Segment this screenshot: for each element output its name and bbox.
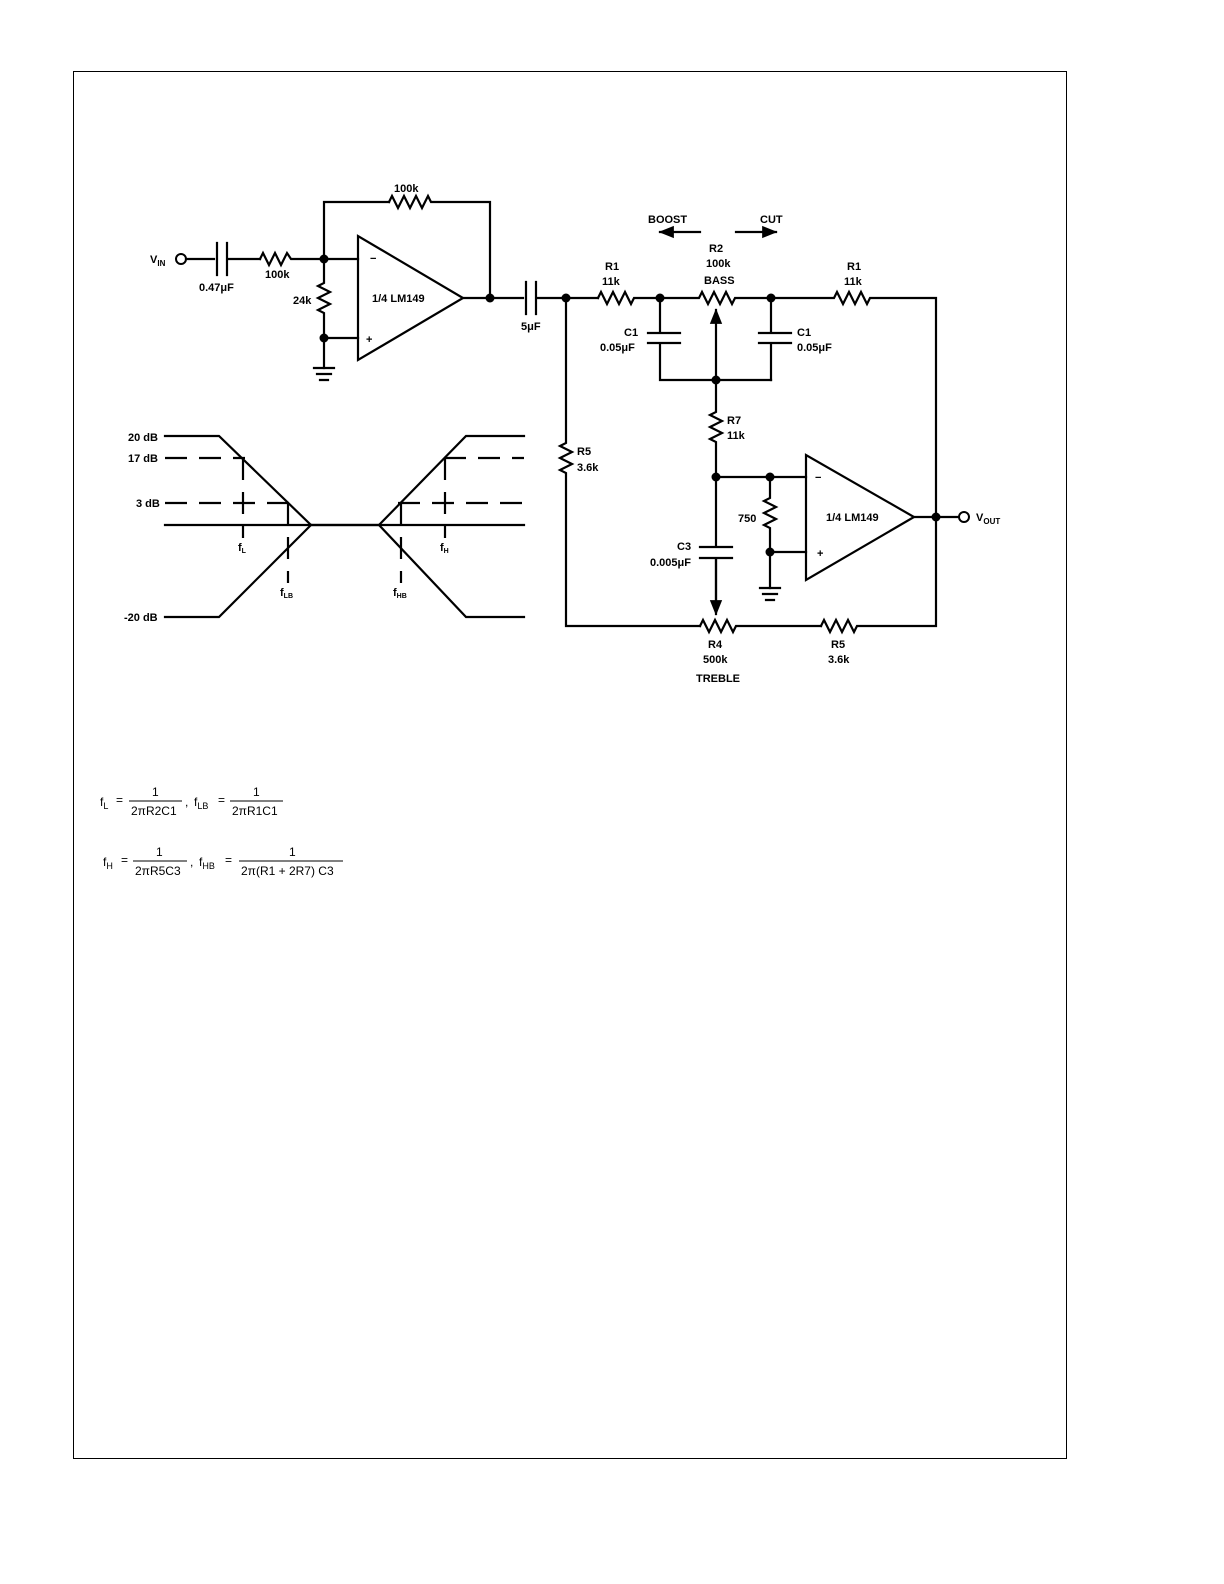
cut-label: CUT bbox=[760, 214, 783, 226]
op-amp-2-minus: − bbox=[815, 472, 821, 484]
op-amp-2-plus: + bbox=[817, 548, 823, 560]
tone-network: R1 11k R2 100k BASS BOOST CUT R1 11k C1 … bbox=[557, 214, 938, 685]
coupling-capacitor-value: 5μF bbox=[521, 321, 541, 333]
svg-text:fHB: fHB bbox=[199, 855, 215, 871]
r1-right-value: 11k bbox=[844, 276, 863, 288]
c1-left-capacitor bbox=[646, 296, 773, 382]
cut-curve bbox=[163, 523, 526, 619]
equation-fh: fH = 1 2πR5C3 , bbox=[103, 845, 193, 878]
r1-left-name: R1 bbox=[605, 261, 619, 273]
r1-right-name: R1 bbox=[847, 261, 861, 273]
equation-fl: fL = 1 2πR2C1 , bbox=[100, 785, 188, 818]
r7-name: R7 bbox=[727, 415, 741, 427]
svg-text:2πR2C1: 2πR2C1 bbox=[131, 804, 177, 818]
equation-fhb: fHB = 1 2π(R1 + 2R7) C3 bbox=[199, 845, 343, 878]
svg-text:fL: fL bbox=[100, 795, 108, 811]
svg-text:=: = bbox=[225, 853, 232, 867]
freq-label-fl: fL bbox=[238, 542, 247, 555]
svg-text:2πR5C3: 2πR5C3 bbox=[135, 864, 181, 878]
svg-text:2πR1C1: 2πR1C1 bbox=[232, 804, 278, 818]
svg-text:=: = bbox=[116, 793, 123, 807]
ground-1 bbox=[312, 366, 336, 382]
input-capacitor bbox=[215, 241, 262, 277]
output-stage: 750 − + 1/4 LM149 VOUT bbox=[714, 453, 1000, 602]
c1-right-capacitor bbox=[757, 296, 793, 382]
input-label: VIN bbox=[150, 254, 166, 268]
input-stage: VIN 0.47μF 100k 100k 24k − + 1/4 LM149 bbox=[150, 183, 600, 382]
r4-role: TREBLE bbox=[696, 673, 740, 685]
r5-right-resistor bbox=[819, 515, 938, 635]
level-label-minus-20db: -20 dB bbox=[124, 612, 158, 624]
c1-left-value: 0.05μF bbox=[600, 342, 635, 354]
svg-text:=: = bbox=[121, 853, 128, 867]
svg-text:fH: fH bbox=[103, 855, 113, 871]
feedback-resistor bbox=[387, 193, 492, 300]
r7-resistor bbox=[707, 378, 725, 479]
r1-left-value: 11k bbox=[602, 276, 621, 288]
r2-name: R2 bbox=[709, 243, 723, 255]
svg-text:,: , bbox=[185, 795, 188, 809]
c3-capacitor bbox=[698, 475, 734, 607]
c3-name: C3 bbox=[677, 541, 691, 553]
c1-right-name: C1 bbox=[797, 327, 811, 339]
input-terminal bbox=[175, 253, 187, 265]
op-amp-1-minus: − bbox=[370, 253, 376, 265]
r7-value: 11k bbox=[727, 430, 746, 442]
freq-label-fh: fH bbox=[440, 542, 449, 555]
r4-value: 500k bbox=[703, 654, 728, 666]
op-amp-1 bbox=[356, 234, 466, 362]
svg-text:,: , bbox=[190, 855, 193, 869]
svg-text:1: 1 bbox=[152, 785, 159, 799]
r4-name: R4 bbox=[708, 639, 723, 651]
svg-text:=: = bbox=[218, 793, 225, 807]
level-label-3db: 3 dB bbox=[136, 498, 160, 510]
c3-value: 0.005μF bbox=[650, 557, 691, 569]
page-border bbox=[73, 71, 1067, 1459]
r1-right-resistor bbox=[769, 289, 938, 519]
ground-2 bbox=[758, 586, 782, 602]
level-label-20db: 20 dB bbox=[128, 432, 158, 444]
r2-value: 100k bbox=[706, 258, 731, 270]
op-amp-2-label: 1/4 LM149 bbox=[826, 512, 879, 524]
op-amp-1-label: 1/4 LM149 bbox=[372, 293, 425, 305]
r5-right-value: 3.6k bbox=[828, 654, 850, 666]
r5-right-name: R5 bbox=[831, 639, 845, 651]
boost-label: BOOST bbox=[648, 214, 687, 226]
input-resistor bbox=[258, 250, 326, 268]
input-capacitor-value: 0.47μF bbox=[199, 282, 234, 294]
freq-label-fhb: fHB bbox=[393, 587, 407, 600]
r750-value: 750 bbox=[738, 513, 756, 525]
r5-left-resistor bbox=[557, 296, 702, 628]
r4-treble-potentiometer bbox=[698, 617, 823, 635]
frequency-response-plot: 20 dB 17 dB 3 dB -20 dB fL fLB fHB fH bbox=[124, 432, 526, 624]
svg-text:2π(R1 + 2R7) C3: 2π(R1 + 2R7) C3 bbox=[241, 864, 334, 878]
output-terminal bbox=[958, 511, 970, 523]
c1-right-value: 0.05μF bbox=[797, 342, 832, 354]
op-amp-2 bbox=[804, 453, 917, 582]
svg-text:1: 1 bbox=[156, 845, 163, 859]
boost-curve bbox=[163, 434, 526, 527]
bias-resistor-value: 24k bbox=[293, 295, 312, 307]
freq-label-flb: fLB bbox=[280, 587, 293, 600]
r5-left-name: R5 bbox=[577, 446, 591, 458]
svg-text:1: 1 bbox=[289, 845, 296, 859]
equation-flb: fLB = 1 2πR1C1 bbox=[194, 785, 283, 818]
svg-text:fLB: fLB bbox=[194, 795, 208, 811]
feedback-resistor-value: 100k bbox=[394, 183, 419, 195]
r5-left-value: 3.6k bbox=[577, 462, 599, 474]
bias-resistor bbox=[315, 257, 333, 340]
op-amp-1-plus: + bbox=[366, 334, 372, 346]
svg-text:1: 1 bbox=[253, 785, 260, 799]
r2-role: BASS bbox=[704, 275, 735, 287]
r1-left-resistor bbox=[596, 289, 662, 307]
r2-bass-potentiometer bbox=[658, 289, 773, 307]
input-resistor-value: 100k bbox=[265, 269, 290, 281]
c1-left-name: C1 bbox=[624, 327, 638, 339]
level-label-17db: 17 dB bbox=[128, 453, 158, 465]
output-label: VOUT bbox=[976, 512, 1000, 526]
r750-resistor bbox=[761, 475, 779, 554]
